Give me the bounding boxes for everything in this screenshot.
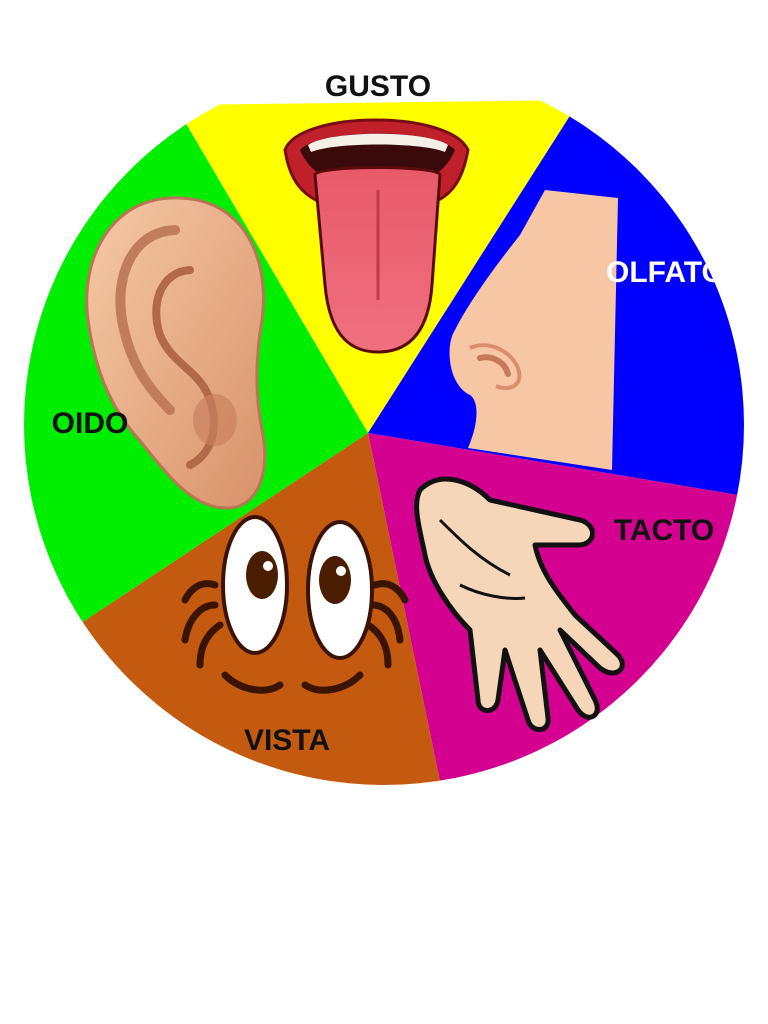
hand-icon: [414, 476, 625, 732]
label-oido: OIDO: [52, 407, 129, 440]
label-tacto: TACTO: [614, 514, 715, 547]
ear-icon: [85, 196, 267, 510]
label-gusto: GUSTO: [325, 70, 431, 103]
label-olfato: OLFATO: [606, 256, 725, 289]
mouth-tongue-icon: [283, 118, 470, 354]
nose-icon: [449, 190, 618, 470]
label-vista: VISTA: [244, 724, 330, 757]
eyes-icon: [181, 515, 409, 694]
